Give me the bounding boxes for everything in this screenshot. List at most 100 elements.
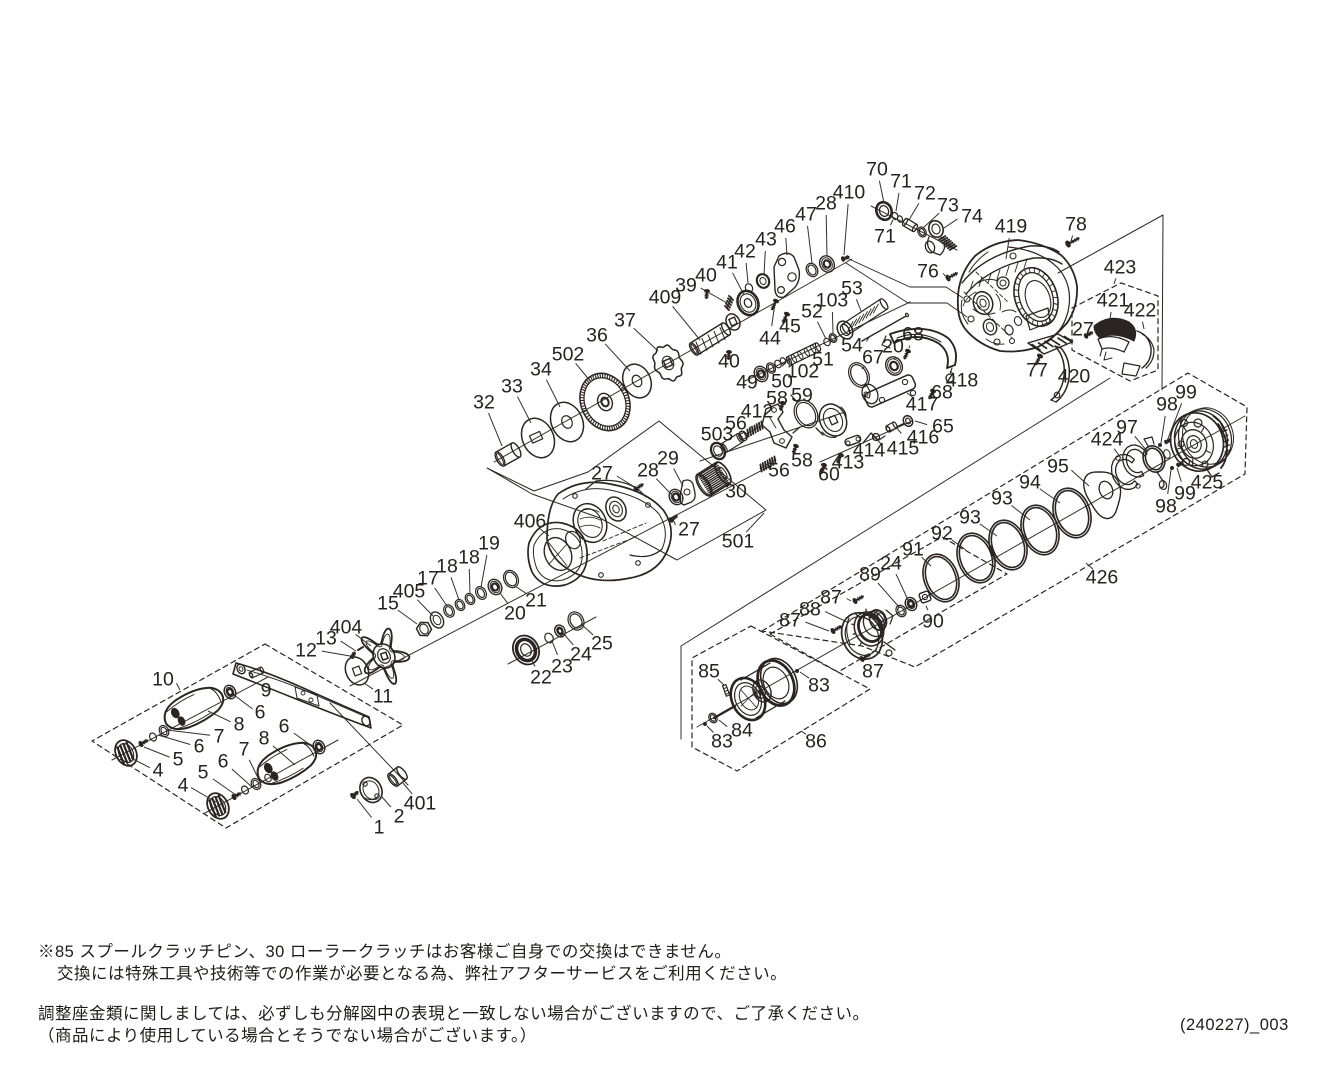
svg-text:46: 46 [774,216,796,238]
svg-text:98: 98 [1156,394,1178,416]
svg-text:83: 83 [808,675,830,697]
svg-text:6: 6 [255,702,266,724]
svg-text:52: 52 [801,301,823,323]
svg-text:27: 27 [591,463,613,485]
svg-text:502: 502 [552,344,585,366]
svg-text:410: 410 [833,182,866,204]
svg-text:89: 89 [859,564,881,586]
svg-text:29: 29 [657,448,679,470]
svg-text:93: 93 [991,488,1013,510]
svg-text:24: 24 [880,553,902,575]
svg-text:53: 53 [841,278,863,300]
svg-text:84: 84 [731,720,753,742]
svg-text:27: 27 [1072,319,1094,341]
svg-text:71: 71 [874,226,896,248]
svg-text:28: 28 [815,193,837,215]
svg-text:13: 13 [315,628,337,650]
svg-text:18: 18 [436,556,458,578]
svg-text:7: 7 [214,726,225,748]
svg-text:67: 67 [862,347,884,369]
svg-text:401: 401 [404,793,437,815]
svg-text:24: 24 [570,644,592,666]
svg-text:23: 23 [551,656,573,678]
svg-text:43: 43 [755,229,777,251]
svg-text:503: 503 [701,424,734,446]
svg-text:28: 28 [637,460,659,482]
svg-text:18: 18 [458,547,480,569]
svg-text:421: 421 [1097,290,1130,312]
svg-text:6: 6 [194,736,205,758]
svg-text:10: 10 [152,669,174,691]
svg-text:95: 95 [1047,456,1069,478]
svg-text:5: 5 [198,762,209,784]
svg-text:5: 5 [173,749,184,771]
svg-text:37: 37 [614,310,636,332]
svg-text:27: 27 [678,519,700,541]
svg-text:409: 409 [649,287,682,309]
svg-text:59: 59 [791,385,813,407]
svg-text:25: 25 [591,633,613,655]
svg-text:22: 22 [530,667,552,689]
svg-text:58: 58 [791,450,813,472]
svg-text:91: 91 [902,539,924,561]
svg-text:21: 21 [525,590,547,612]
svg-text:49: 49 [736,372,758,394]
svg-text:9: 9 [261,680,272,702]
svg-text:98: 98 [1155,496,1177,518]
svg-text:97: 97 [1116,417,1138,439]
svg-text:45: 45 [779,316,801,338]
svg-text:415: 415 [887,438,920,460]
svg-text:414: 414 [853,440,886,462]
svg-text:41: 41 [716,252,738,274]
svg-text:419: 419 [995,216,1028,238]
svg-text:99: 99 [1174,483,1196,505]
svg-text:83: 83 [711,731,733,753]
svg-text:72: 72 [914,183,936,205]
svg-text:8: 8 [234,714,245,736]
svg-text:58: 58 [766,388,788,410]
svg-text:7: 7 [239,739,250,761]
svg-text:87: 87 [779,610,801,632]
svg-text:17: 17 [417,568,439,590]
svg-text:30: 30 [725,481,747,503]
svg-text:420: 420 [1058,366,1091,388]
svg-text:39: 39 [675,275,697,297]
svg-text:68: 68 [931,382,953,404]
svg-text:88: 88 [799,599,821,621]
svg-text:20: 20 [882,336,904,358]
svg-text:4: 4 [153,760,164,782]
svg-text:424: 424 [1091,429,1124,451]
svg-text:60: 60 [818,464,840,486]
svg-text:74: 74 [961,206,983,228]
svg-text:6: 6 [218,751,229,773]
svg-text:33: 33 [501,376,523,398]
svg-text:417: 417 [906,394,939,416]
svg-text:78: 78 [1065,214,1087,236]
svg-text:94: 94 [1019,472,1041,494]
svg-text:87: 87 [820,587,842,609]
svg-text:422: 422 [1124,300,1157,322]
svg-text:19: 19 [478,533,500,555]
svg-text:34: 34 [530,359,552,381]
svg-text:2: 2 [394,806,405,828]
svg-text:32: 32 [473,392,495,414]
svg-text:90: 90 [922,611,944,633]
svg-text:93: 93 [959,507,981,529]
svg-text:426: 426 [1086,567,1119,589]
svg-text:15: 15 [377,593,399,615]
svg-text:42: 42 [734,241,756,263]
svg-text:405: 405 [393,581,426,603]
svg-text:425: 425 [1191,472,1224,494]
svg-text:12: 12 [295,640,317,662]
svg-text:85: 85 [698,661,720,683]
svg-text:99: 99 [1175,382,1197,404]
svg-text:51: 51 [812,349,834,371]
svg-text:418: 418 [946,370,979,392]
svg-text:413: 413 [832,452,865,474]
svg-text:92: 92 [931,523,953,545]
svg-text:8: 8 [259,728,270,750]
svg-text:71: 71 [890,171,912,193]
svg-text:4: 4 [178,775,189,797]
svg-text:36: 36 [586,325,608,347]
svg-text:103: 103 [816,290,849,312]
